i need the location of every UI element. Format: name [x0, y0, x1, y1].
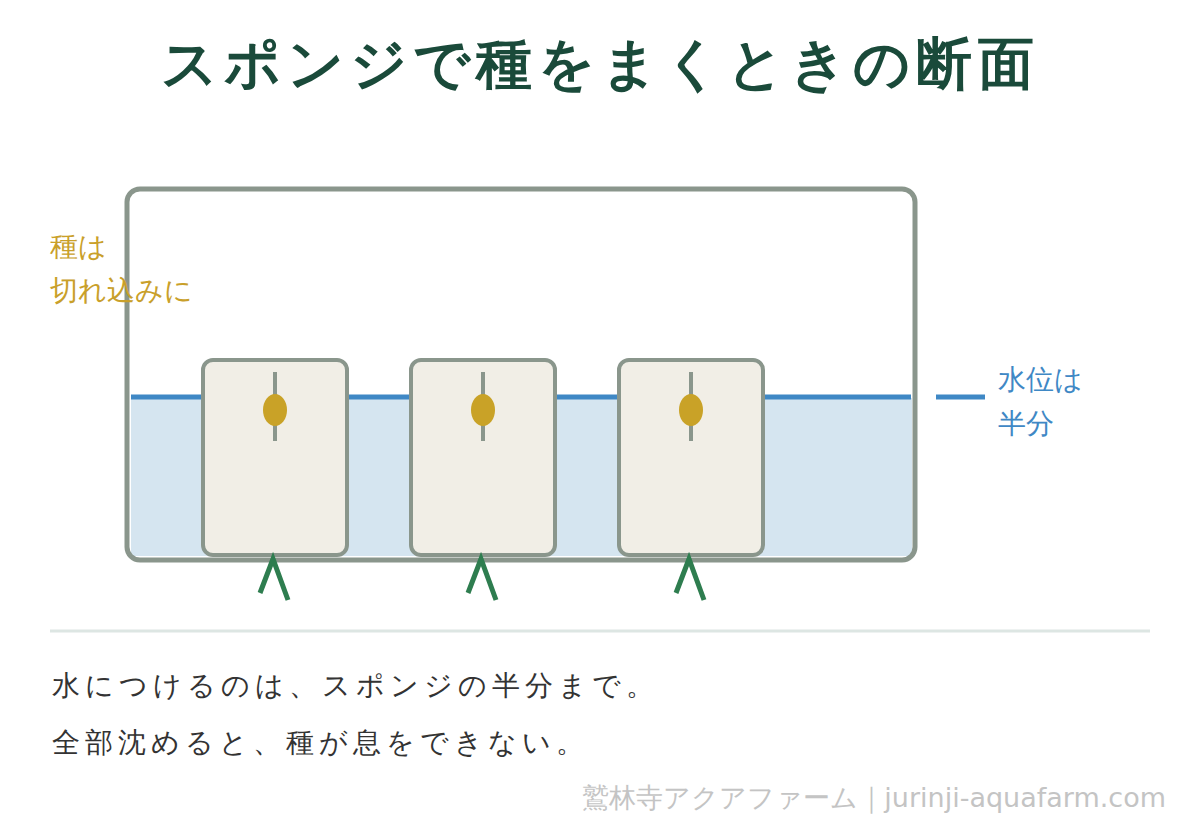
seed: [471, 394, 495, 426]
divider: [50, 630, 1150, 633]
root: [676, 559, 704, 600]
caption: 水につけるのは、スポンジの半分まで。 全部沈めると、種が息をできない。: [52, 657, 692, 771]
sponge: [619, 360, 763, 555]
sponge: [203, 360, 347, 555]
watermark: 鷲林寺アクアファーム｜jurinji-aquafarm.com: [400, 779, 1166, 817]
title: スポンジで種をまくときの断面: [0, 22, 1200, 106]
root: [260, 559, 288, 600]
tank-outline: [127, 189, 915, 560]
seed-note: 種は 切れ込みに: [50, 225, 240, 313]
root: [468, 559, 496, 600]
seed: [679, 394, 703, 426]
sponge-group: [203, 360, 763, 555]
sponge: [411, 360, 555, 555]
water-level-note: 水位は 半分: [998, 358, 1108, 446]
seed: [263, 394, 287, 426]
roots: [260, 559, 704, 600]
water-level-marker: [936, 395, 985, 400]
